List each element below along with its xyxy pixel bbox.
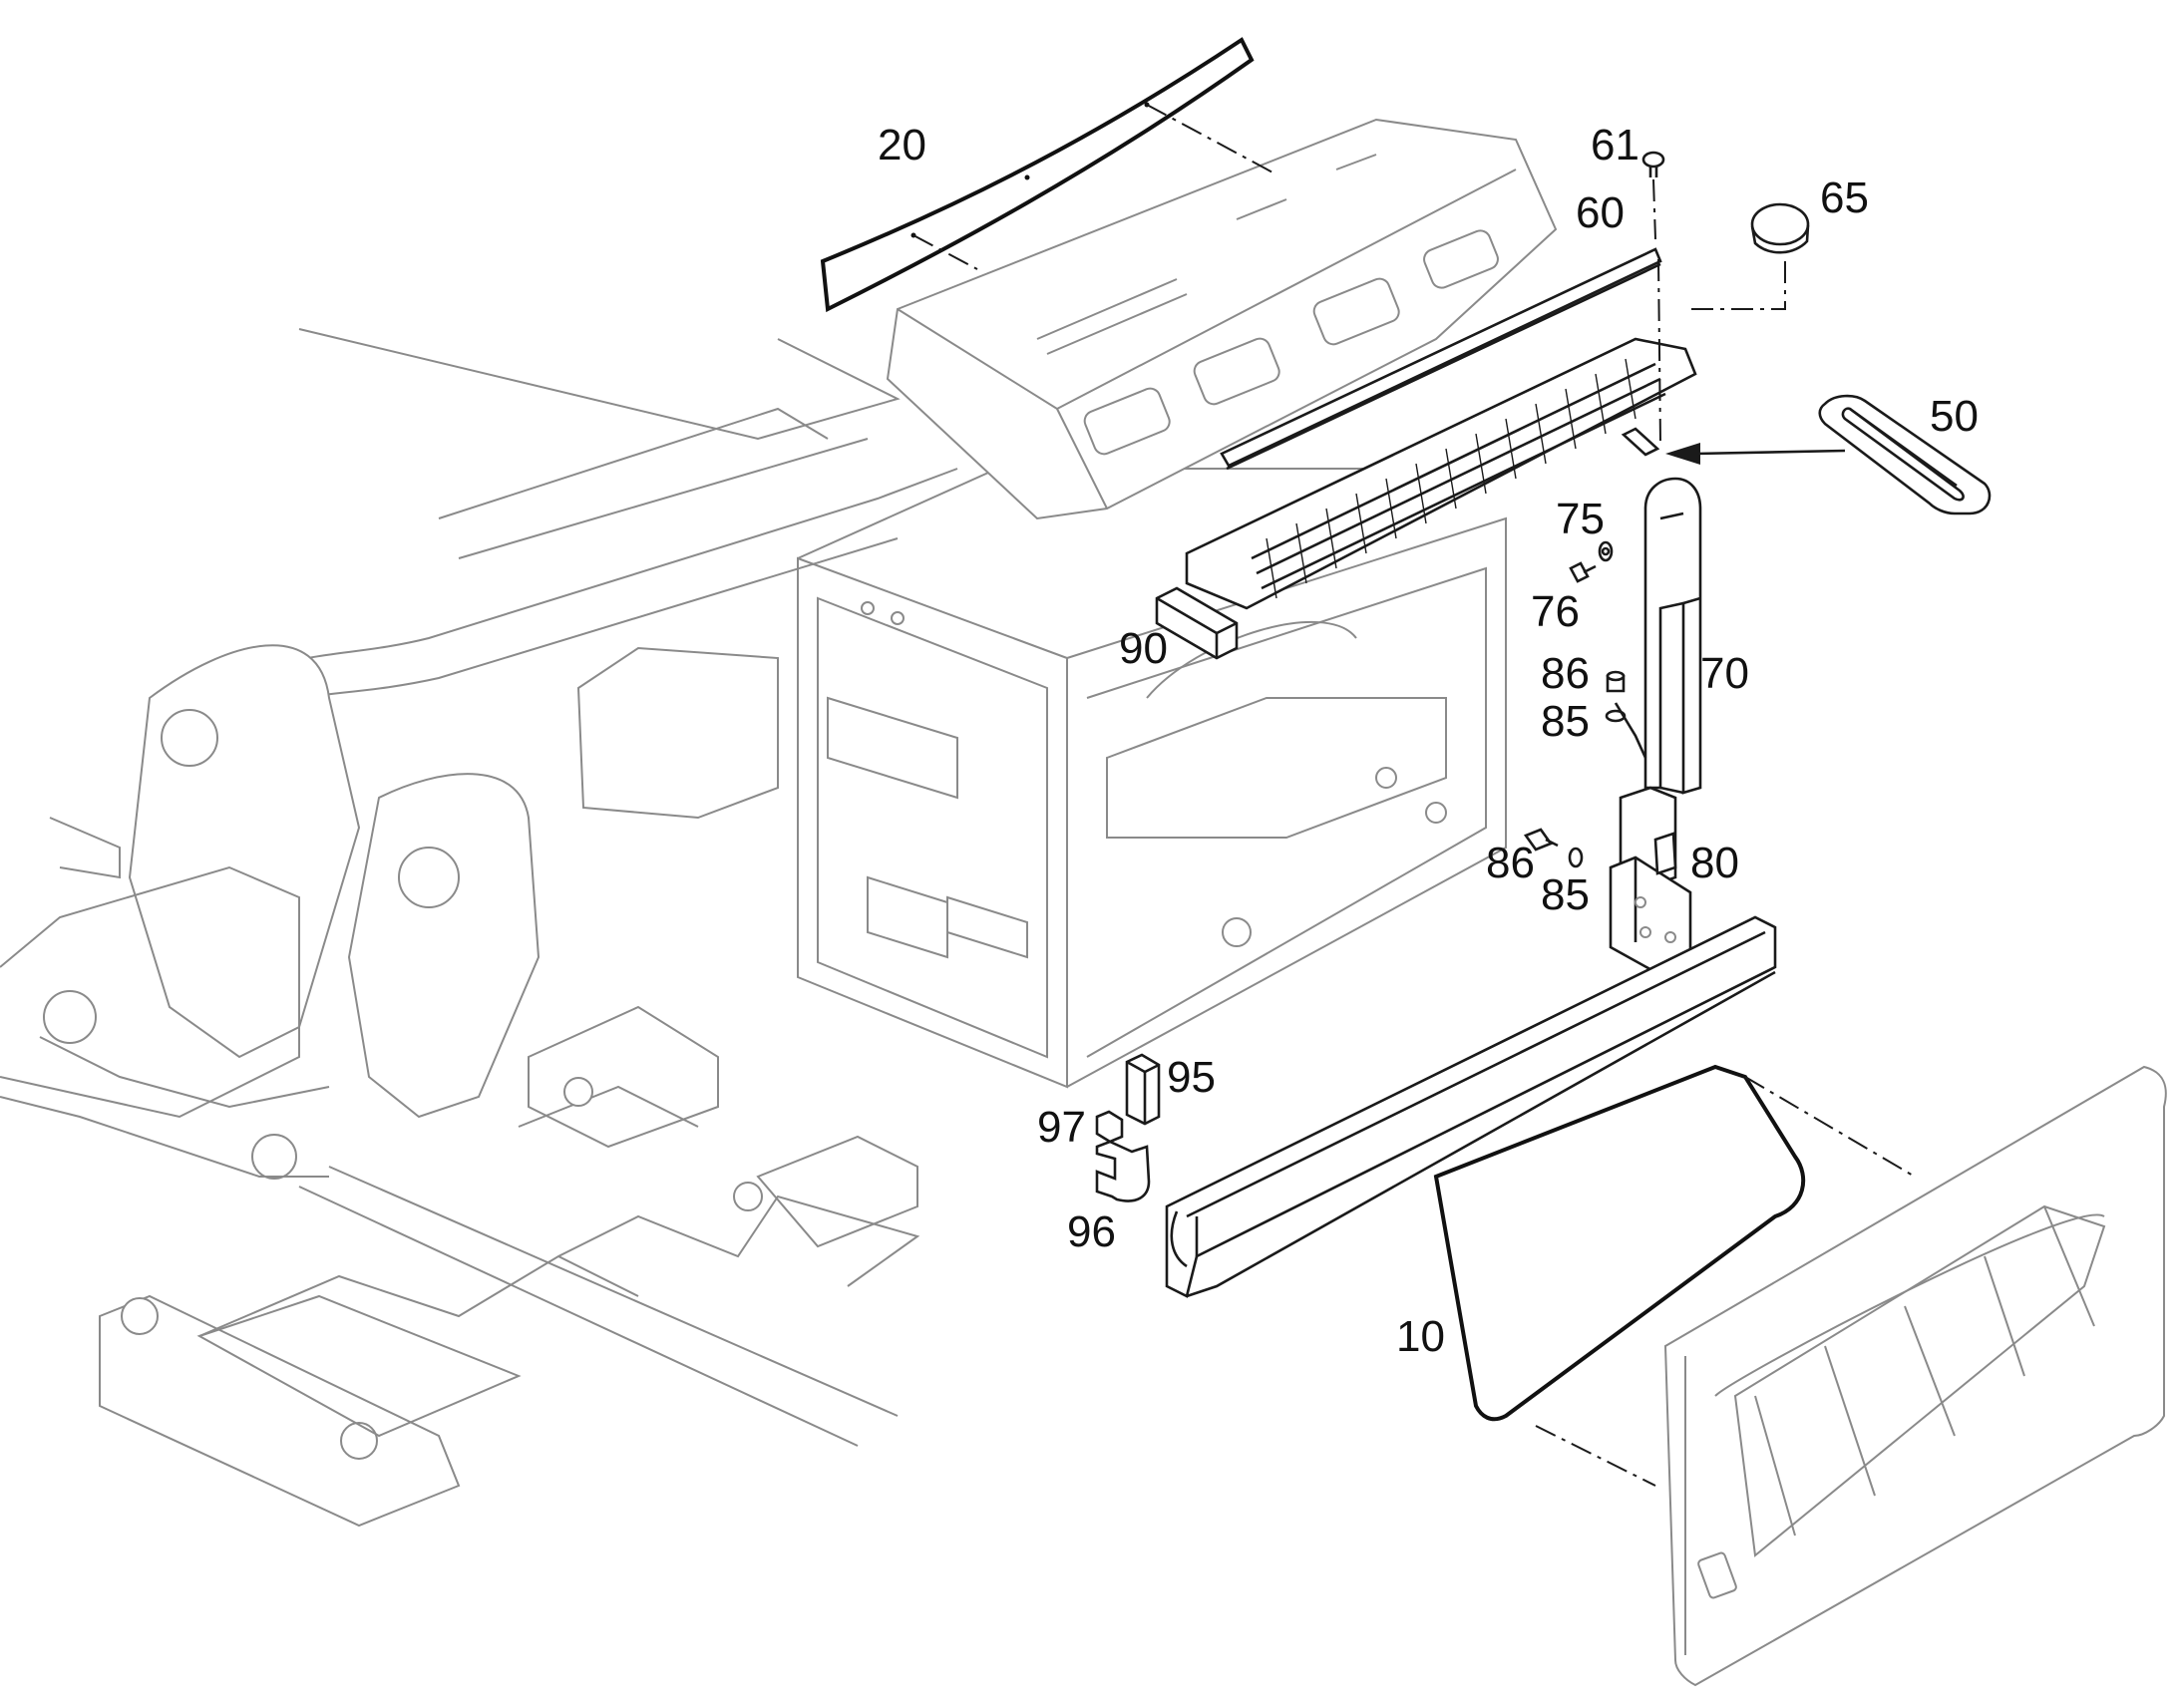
part-20-top-gasket — [820, 37, 1277, 313]
callout-60: 60 — [1576, 188, 1625, 237]
part-70-handle — [1643, 477, 1702, 795]
callout-85-lower: 85 — [1541, 870, 1590, 919]
callout-90: 90 — [1119, 624, 1168, 673]
part-60-seal-frame — [1220, 247, 1662, 471]
part-90-block — [1155, 586, 1239, 660]
part-10-window-gasket — [1433, 1064, 1916, 1487]
part-50-plate — [1818, 394, 1992, 515]
machine-frame — [0, 328, 1507, 1528]
callout-85-upper: 85 — [1541, 697, 1590, 746]
roof-cover — [886, 118, 1558, 520]
part-96-bracket — [1095, 1140, 1151, 1202]
callout-65: 65 — [1820, 173, 1869, 222]
callout-75: 75 — [1556, 495, 1605, 543]
side-door-panel — [1663, 1065, 2167, 1687]
callout-70: 70 — [1700, 649, 1749, 698]
callout-76: 76 — [1531, 587, 1580, 636]
part-95-block — [1125, 1053, 1161, 1126]
side-skirt-beam — [1165, 915, 1777, 1298]
callout-labels: 20 61 60 65 50 75 76 90 86 70 85 86 80 8… — [878, 121, 1979, 1361]
callout-10: 10 — [1396, 1312, 1445, 1361]
part-50-arrow — [1621, 427, 1846, 465]
grille-panel — [1185, 337, 1697, 610]
part-80-hinge — [1609, 786, 1692, 974]
part-61-screw — [1641, 151, 1665, 445]
part-85-86-lower — [1523, 828, 1584, 868]
callout-80: 80 — [1690, 839, 1739, 887]
callout-97: 97 — [1037, 1103, 1086, 1152]
callout-96: 96 — [1067, 1207, 1116, 1256]
callout-95: 95 — [1167, 1053, 1216, 1102]
part-97-block — [1095, 1110, 1124, 1144]
callout-86-lower: 86 — [1486, 839, 1535, 887]
part-65-cap — [1685, 202, 1810, 310]
part-75-76-screw-washer — [1569, 540, 1614, 583]
callout-61: 61 — [1591, 121, 1639, 170]
callout-50: 50 — [1930, 392, 1979, 441]
callout-86-upper: 86 — [1541, 649, 1590, 698]
callout-20: 20 — [878, 121, 926, 170]
part-85-86-upper — [1605, 670, 1647, 759]
